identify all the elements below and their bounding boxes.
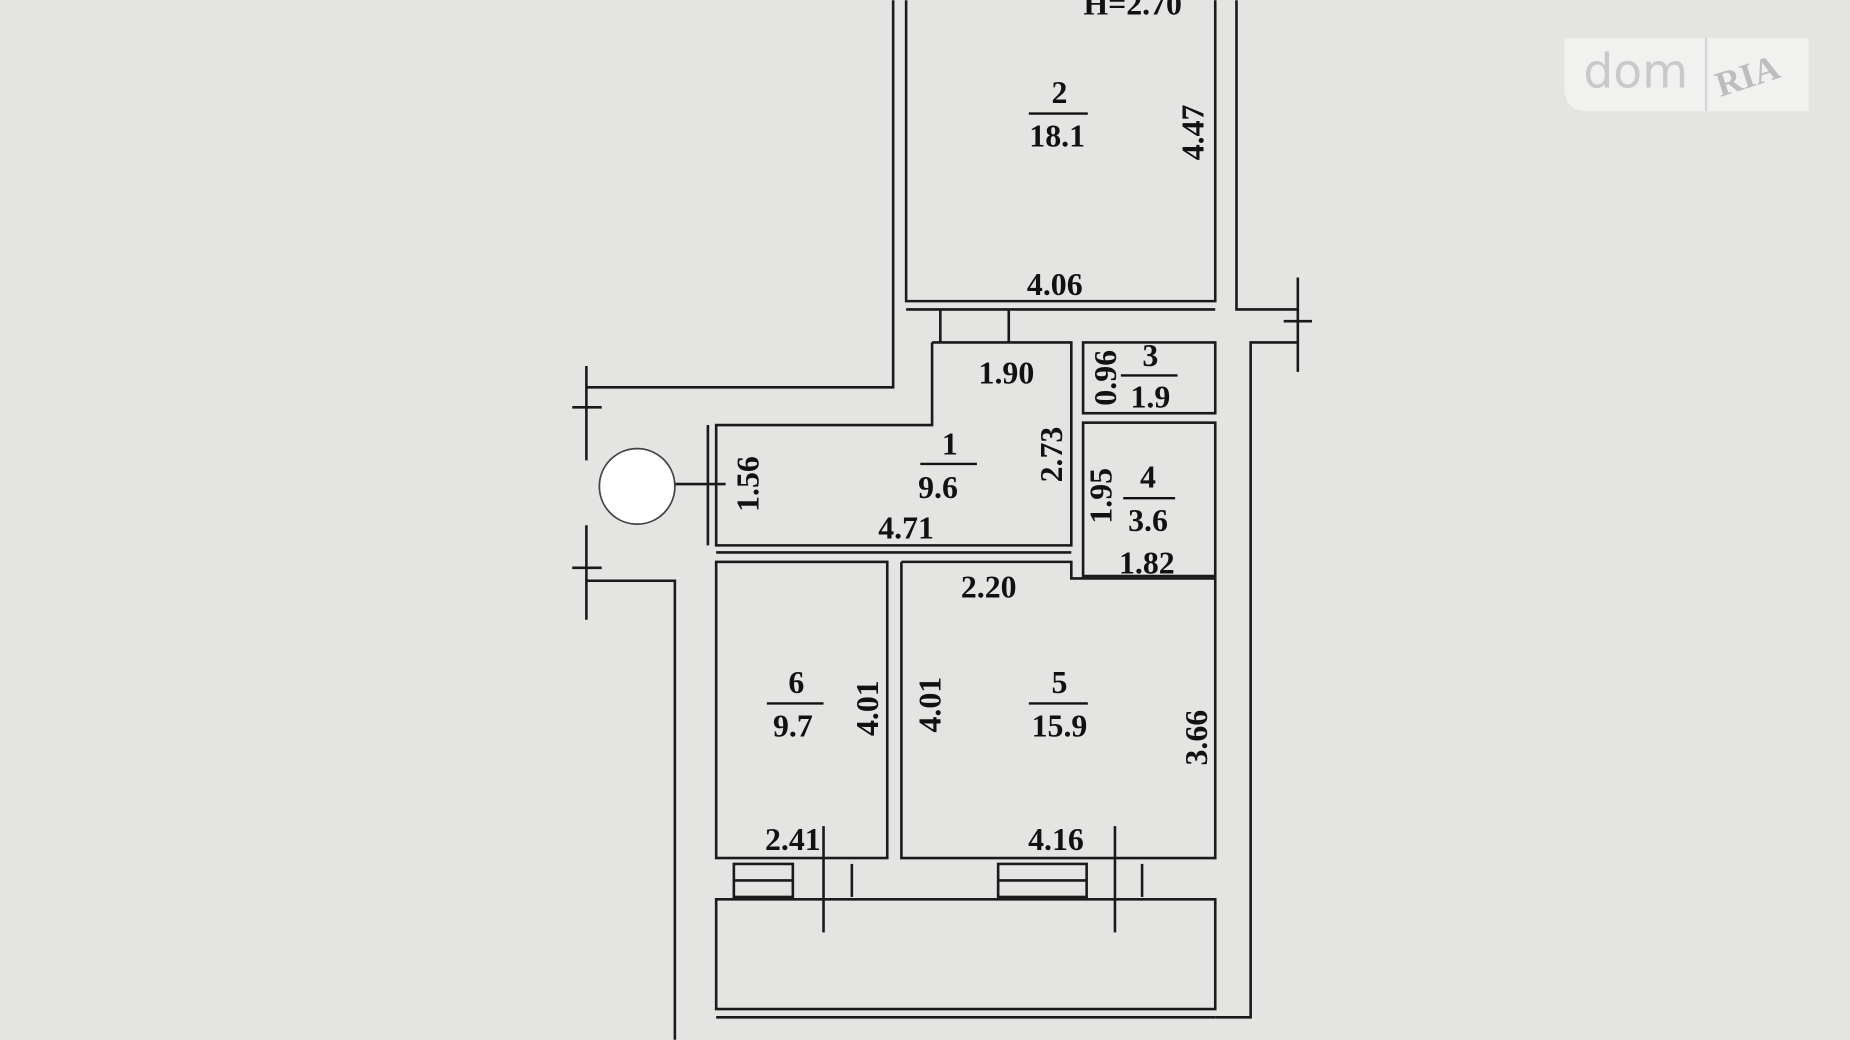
dim-r1-length: 4.71 xyxy=(878,510,934,545)
ceiling-height: H=2.70 xyxy=(1083,0,1182,21)
dim-r1-entry: 1.56 xyxy=(731,456,766,512)
room-5-number: 5 xyxy=(1052,665,1068,700)
dim-r5-width: 4.16 xyxy=(1028,822,1084,857)
room-3-area: 1.9 xyxy=(1130,379,1170,414)
room-4-number: 4 xyxy=(1140,460,1156,495)
domria-logo: dom RIA xyxy=(1564,38,1809,112)
dim-r1-height: 2.73 xyxy=(1034,427,1069,483)
dim-r1-top: 1.90 xyxy=(979,356,1035,391)
room-2-area: 18.1 xyxy=(1029,119,1085,154)
dim-r6-height: 4.01 xyxy=(850,680,885,736)
logo-dom-text: dom xyxy=(1583,45,1688,100)
room-5-area: 15.9 xyxy=(1032,709,1088,744)
dim-r5-top: 2.20 xyxy=(961,569,1017,604)
room-6-area: 9.7 xyxy=(773,709,813,744)
dim-r2-width: 4.06 xyxy=(1027,267,1083,302)
room-2-number: 2 xyxy=(1052,75,1068,110)
room-4-area: 3.6 xyxy=(1128,503,1168,538)
walls xyxy=(572,0,1312,1040)
room-3-number: 3 xyxy=(1142,338,1158,373)
dim-r5-right: 3.66 xyxy=(1179,710,1214,766)
dim-r4-height: 1.95 xyxy=(1083,468,1118,524)
dim-r6-width: 2.41 xyxy=(765,822,821,857)
room-6-number: 6 xyxy=(788,665,804,700)
dim-r4-width: 1.82 xyxy=(1119,546,1175,581)
dim-r5-left: 4.01 xyxy=(912,677,947,733)
dim-r3-height: 0.96 xyxy=(1088,350,1123,406)
room-1-number: 1 xyxy=(942,427,958,462)
entrance-marker xyxy=(598,447,676,526)
dim-r2-length: 4.47 xyxy=(1175,104,1210,160)
room-1-area: 9.6 xyxy=(918,470,958,505)
